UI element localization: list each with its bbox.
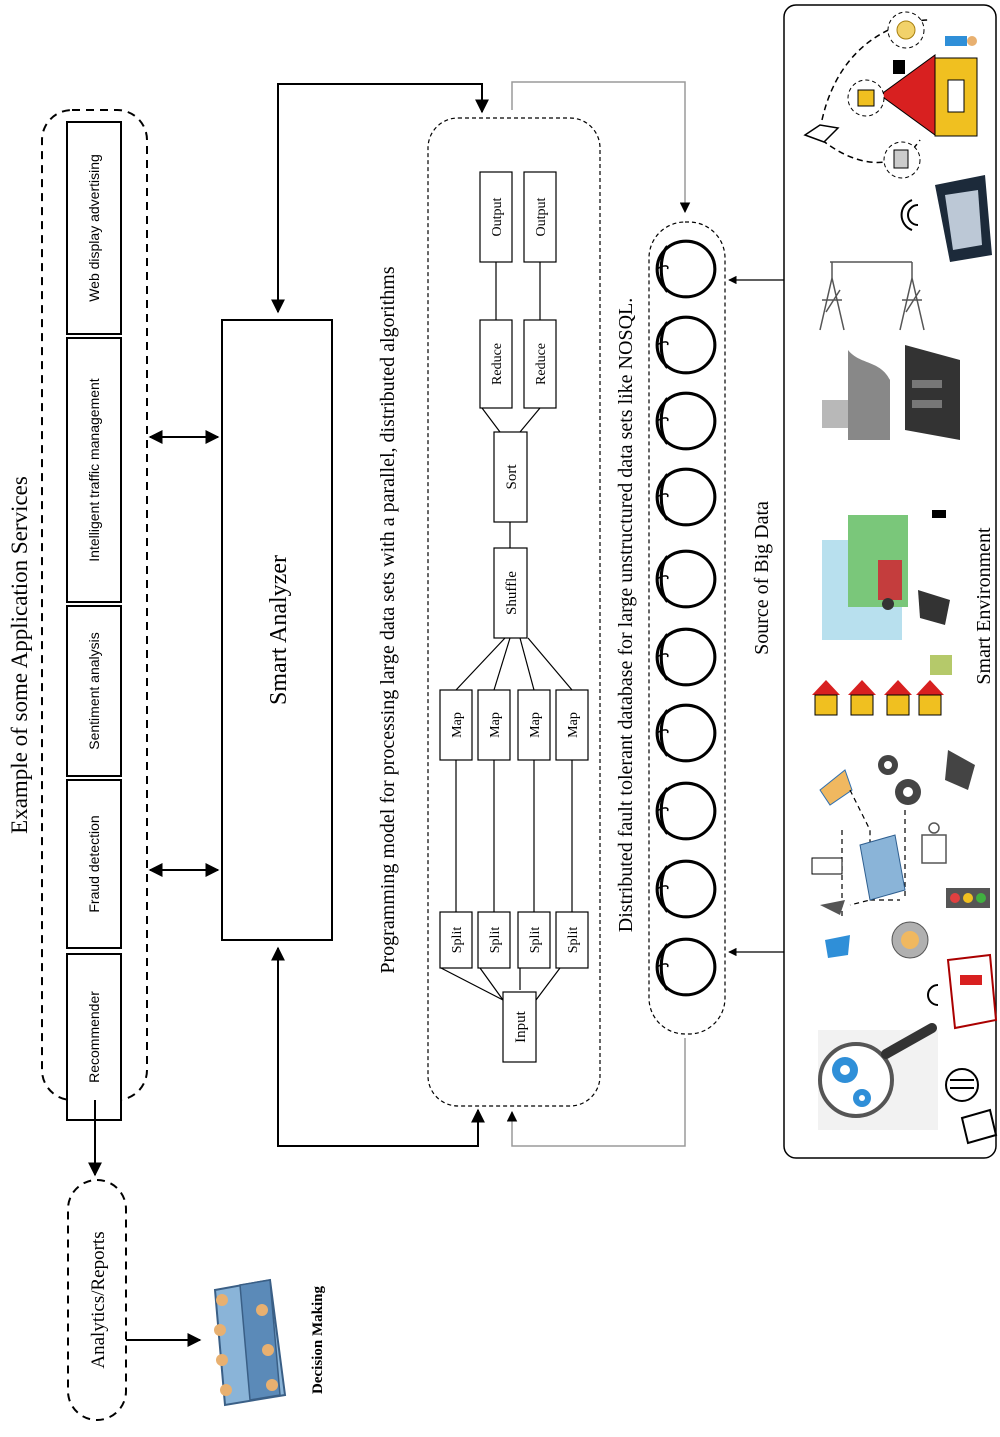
svg-text:Output: Output: [534, 197, 549, 236]
svg-text:Shuffle: Shuffle: [504, 571, 520, 615]
svg-text:Split: Split: [450, 927, 465, 954]
mapreduce-split-box: Split: [556, 912, 588, 968]
svg-text:Reduce: Reduce: [490, 343, 505, 385]
lock-icon: [848, 80, 884, 116]
mapreduce-sort-box: Sort: [494, 432, 527, 522]
svg-text:Map: Map: [566, 712, 581, 738]
database-cylinder-icon: [657, 469, 715, 525]
database-cylinder-icon: [657, 317, 715, 373]
database-cylinders: [657, 241, 715, 995]
app-service-item: Sentiment analysis: [67, 606, 121, 776]
app-services-title: Example of some Application Services: [7, 476, 32, 834]
mapreduce-map-box: Map: [556, 690, 588, 760]
smart-analyzer-box: Smart Analyzer: [222, 320, 332, 940]
crowd-icon: [892, 922, 928, 958]
service-web-advertising: Web display advertising: [86, 154, 102, 302]
smart-environment-label: Smart Environment: [973, 527, 995, 685]
svg-text:Map: Map: [450, 712, 465, 738]
service-traffic-management: Intelligent traffic management: [86, 378, 102, 562]
bulb-icon: [888, 12, 924, 48]
mapreduce-shuffle-box: Shuffle: [494, 548, 527, 638]
analytics-reports-group: Analytics/Reports: [68, 1180, 126, 1420]
camera-sensor-icon: [884, 142, 920, 178]
svg-text:Split: Split: [566, 927, 581, 954]
mapreduce-map-box: Map: [440, 690, 472, 760]
svg-text:Map: Map: [488, 712, 503, 738]
service-fraud-detection: Fraud detection: [86, 815, 102, 912]
mapreduce-split-box: Split: [478, 912, 510, 968]
gear-search-icon: [818, 1028, 938, 1130]
mapreduce-split-box: Split: [518, 912, 550, 968]
svg-text:Output: Output: [490, 197, 505, 236]
app-service-item: Recommender: [67, 954, 121, 1120]
app-service-item: Fraud detection: [67, 780, 121, 948]
programming-model-caption: Programming model for processing large d…: [377, 266, 399, 973]
mapreduce-reduce-box: Reduce: [480, 320, 512, 408]
svg-text:Sort: Sort: [504, 464, 520, 490]
database-cylinder-icon: [657, 393, 715, 449]
connector-db-to-model-bottom: [512, 1038, 685, 1146]
svg-text:Input: Input: [513, 1010, 529, 1042]
database-cylinder-icon: [657, 939, 715, 995]
mapreduce-output-box: Output: [524, 172, 556, 262]
database-cylinder-icon: [657, 629, 715, 685]
source-big-data-label: Source of Big Data: [751, 501, 773, 655]
person-icon: [945, 36, 977, 46]
robot-head-icon: [946, 1069, 978, 1101]
database-cylinder-icon: [657, 861, 715, 917]
analytics-label: Analytics/Reports: [88, 1231, 109, 1368]
database-cylinder-icon: [657, 783, 715, 839]
smart-analyzer-label: Smart Analyzer: [266, 555, 292, 705]
database-cylinder-icon: [657, 241, 715, 297]
mapreduce-output-box: Output: [480, 172, 512, 262]
traffic-light-icon: [946, 888, 990, 908]
database-caption: Distributed fault tolerant database for …: [615, 298, 637, 932]
mapreduce-map-box: Map: [478, 690, 510, 760]
svg-text:Split: Split: [528, 927, 543, 954]
app-services-group: Example of some Application Services Rec…: [7, 110, 147, 1120]
svg-text:Map: Map: [528, 712, 543, 738]
mapreduce-split-box: Split: [440, 912, 472, 968]
app-service-item: Intelligent traffic management: [67, 338, 121, 602]
decision-making-icon: [214, 1280, 285, 1405]
database-cylinder-icon: [657, 551, 715, 607]
service-recommender: Recommender: [86, 991, 102, 1083]
svg-text:Split: Split: [488, 927, 503, 954]
mapreduce-reduce-box: Reduce: [524, 320, 556, 408]
database-cylinder-icon: [657, 705, 715, 761]
mapreduce-input-box: Input: [503, 992, 536, 1062]
mapreduce-map-box: Map: [518, 690, 550, 760]
svg-text:Reduce: Reduce: [534, 343, 549, 385]
service-sentiment-analysis: Sentiment analysis: [86, 632, 102, 750]
app-service-item: Web display advertising: [67, 122, 121, 334]
decision-making-label: Decision Making: [310, 1286, 326, 1394]
arrow-analyzer-to-model-bottom: [278, 948, 478, 1146]
